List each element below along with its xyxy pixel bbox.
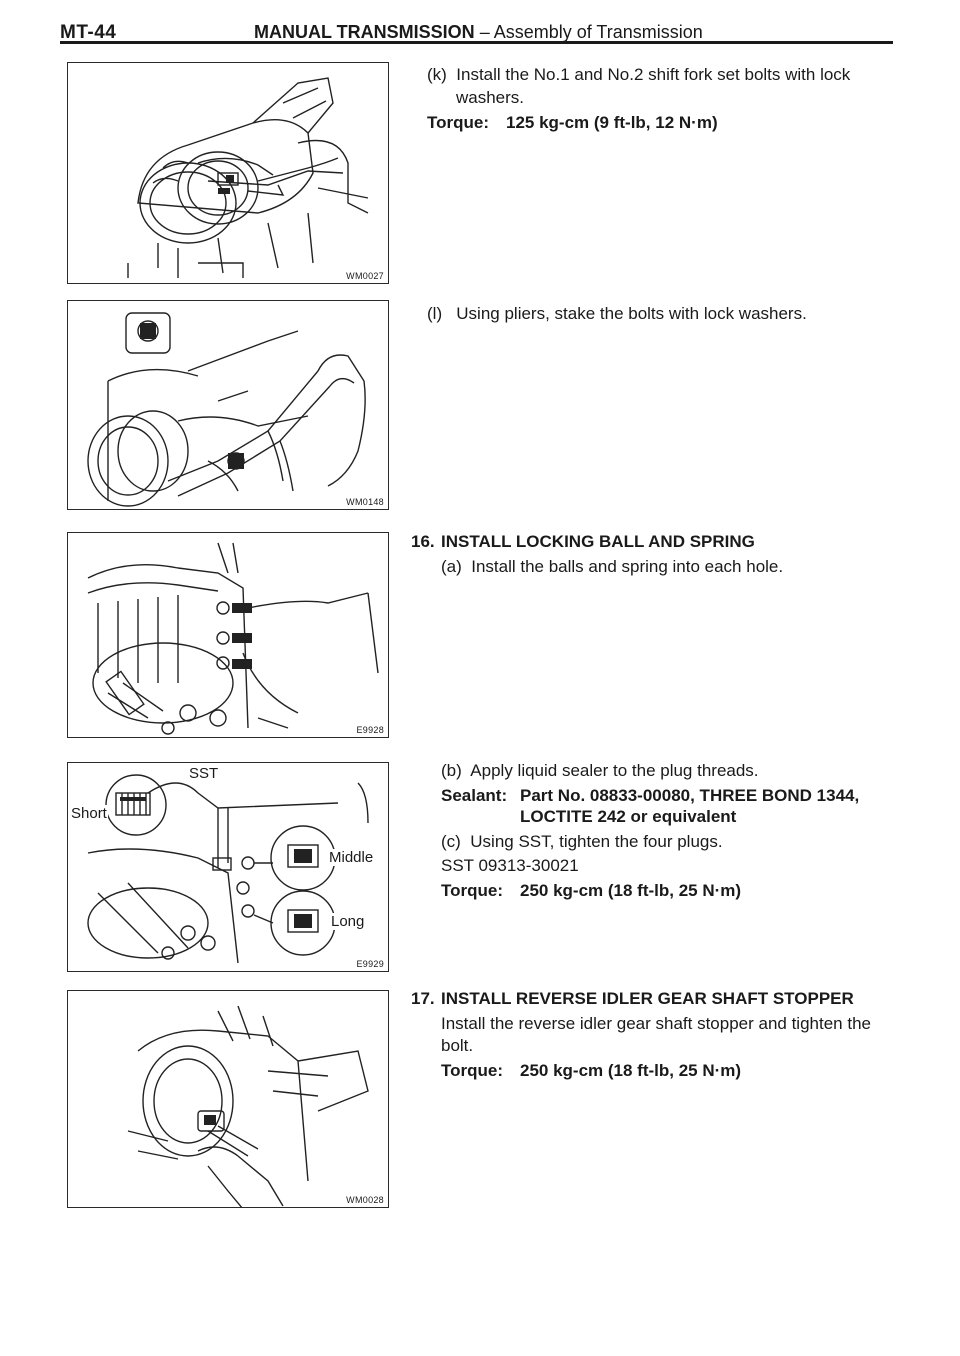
section-17-number: 17.: [411, 989, 435, 1008]
step-k-text: Install the No.1 and No.2 shift fork set…: [456, 65, 851, 84]
subsection-title: – Assembly of Transmission: [479, 22, 703, 42]
figure-code: E9929: [356, 959, 384, 969]
step-l-text: Using pliers, stake the bolts with lock …: [456, 304, 807, 323]
step-k-torque-label: Torque:: [427, 113, 490, 132]
section-17-torque-value: 250 kg-cm (18 ft-lb, 25 N·m): [520, 1061, 742, 1080]
illustration-stake-bolts: [87, 312, 366, 507]
step-l-marker: (l): [427, 304, 443, 323]
section-16-number: 16.: [411, 532, 435, 551]
sst-label: SST: [188, 765, 220, 782]
illustration-idler-stopper: [127, 1005, 369, 1207]
section-17-text-1: Install the reverse idler gear shaft sto…: [441, 1014, 871, 1033]
figure-code: WM0028: [346, 1195, 384, 1205]
step-16a-text: Install the balls and spring into each h…: [471, 557, 784, 576]
section-title: MANUAL TRANSMISSION: [254, 22, 475, 42]
illustration-sst-plugs: [87, 774, 369, 964]
figure-code: WM0148: [346, 497, 384, 507]
figure-code: WM0027: [346, 271, 384, 281]
step-16c-marker: (c): [441, 832, 461, 851]
figure-shift-fork-bolts: WM0027: [67, 62, 389, 284]
section-17-heading: INSTALL REVERSE IDLER GEAR SHAFT STOPPER: [441, 989, 854, 1008]
figure-idler-stopper: WM0028: [67, 990, 389, 1208]
short-label: Short: [70, 805, 108, 822]
page-code: MT-44: [60, 22, 117, 43]
section-17-torque-label: Torque:: [441, 1061, 504, 1080]
step-16b: (b) Apply liquid sealer to the plug thre…: [441, 760, 759, 782]
figure-stake-bolts: WM0148: [67, 300, 389, 510]
step-16c-text: Using SST, tighten the four plugs.: [470, 832, 723, 851]
illustration-shift-fork-bolts: [127, 77, 369, 278]
sealant-line-1: Part No. 08833-00080, THREE BOND 1344,: [520, 786, 860, 805]
step-k-text-2: washers.: [456, 88, 525, 107]
step-16c-torque-value: 250 kg-cm (18 ft-lb, 25 N·m): [520, 881, 742, 900]
figure-code: E9928: [356, 725, 384, 735]
page-header: MT-44 MANUAL TRANSMISSION – Assembly of …: [60, 22, 890, 44]
middle-label: Middle: [328, 849, 375, 866]
step-l: (l) Using pliers, stake the bolts with l…: [427, 303, 807, 325]
sealant-line-2: LOCTITE 242 or equivalent: [520, 807, 737, 826]
step-16a-marker: (a): [441, 557, 462, 576]
header-rule: [60, 41, 893, 44]
figure-locking-balls: E9928: [67, 532, 389, 738]
step-k-marker: (k): [427, 65, 447, 84]
step-k-line-1: (k) Install the No.1 and No.2 shift fork…: [427, 64, 850, 86]
step-16a: (a) Install the balls and spring into ea…: [441, 556, 783, 578]
sealant-label: Sealant:: [441, 786, 508, 805]
section-16-heading: INSTALL LOCKING BALL AND SPRING: [441, 532, 755, 551]
sst-number: SST 09313-30021: [441, 856, 579, 875]
step-16c-torque-label: Torque:: [441, 881, 504, 900]
section-17-text-2: bolt.: [441, 1036, 474, 1055]
illustration-locking-balls: [87, 542, 379, 735]
figure-sst-plugs: SST Short Middle Long E9929: [67, 762, 389, 972]
step-16b-text: Apply liquid sealer to the plug threads.: [470, 761, 759, 780]
step-k-torque-value: 125 kg-cm (9 ft-lb, 12 N·m): [506, 113, 718, 132]
step-16b-marker: (b): [441, 761, 462, 780]
page-title: MANUAL TRANSMISSION – Assembly of Transm…: [254, 22, 703, 43]
step-16c: (c) Using SST, tighten the four plugs.: [441, 831, 723, 853]
long-label: Long: [330, 913, 366, 930]
